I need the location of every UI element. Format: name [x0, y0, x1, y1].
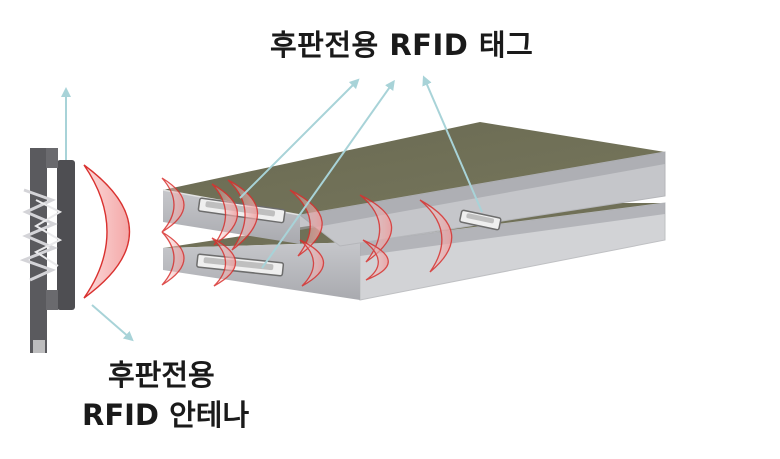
radio-wave-icon — [362, 239, 389, 281]
rfid-tag-icon — [459, 209, 502, 231]
rfid-tag-label: 후판전용 RFID 태그 — [270, 28, 534, 62]
radio-wave-icon — [211, 237, 237, 287]
radio-wave-icon — [299, 239, 325, 287]
rfid-antenna-icon — [19, 148, 75, 353]
arrow-to-tag-lower — [261, 79, 395, 269]
rfid-tag-icon — [196, 253, 285, 277]
radio-wave-icon — [227, 179, 259, 251]
radio-wave-icon — [161, 231, 185, 286]
radio-wave-icon — [211, 183, 239, 246]
arrow-antenna-down — [91, 304, 134, 342]
rfid-antenna-label-line2: RFID 안테나 — [82, 398, 250, 432]
callout-arrows — [61, 75, 483, 342]
arrow-to-tag-upper — [239, 78, 360, 199]
radio-wave-group — [161, 177, 453, 287]
plate-upper-top-face — [163, 122, 665, 215]
radio-wave-icon — [83, 164, 131, 299]
radio-wave-icon — [359, 194, 393, 263]
rfid-antenna-label-line1: 후판전용 — [108, 358, 215, 392]
radio-wave-icon — [419, 199, 453, 273]
arrow-to-tag-right — [422, 75, 483, 213]
radio-wave-icon — [289, 189, 323, 257]
